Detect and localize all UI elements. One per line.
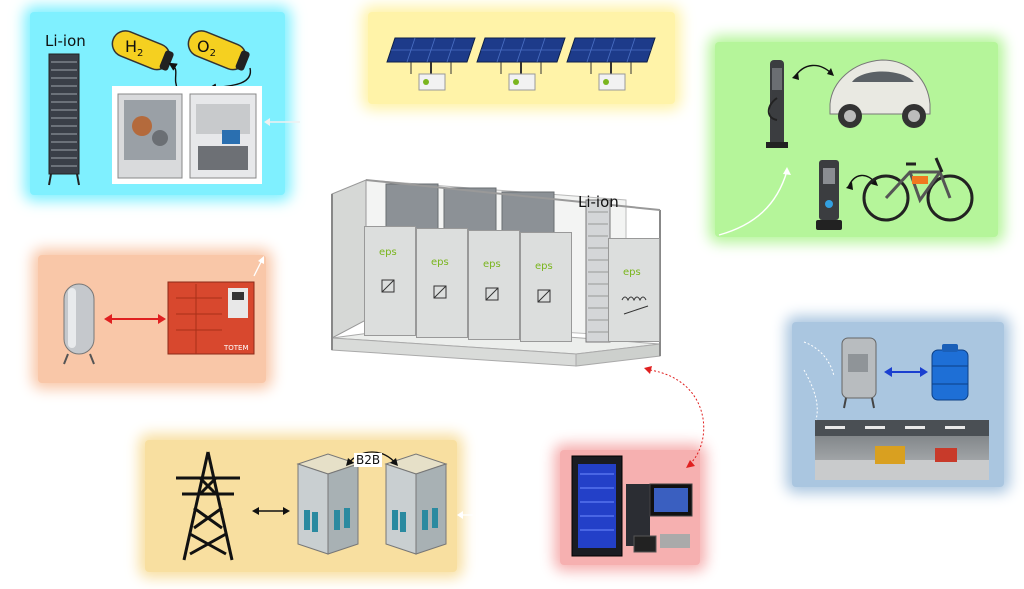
red-arrow [104, 314, 166, 324]
container-server-arrow [644, 366, 705, 468]
ev-charger-icon [766, 60, 788, 148]
o2-label: O2 [197, 37, 216, 60]
liion-left-label: Li-ion [45, 32, 86, 50]
eps-logo-1: eps [379, 247, 397, 258]
server-rack-icon [571, 455, 693, 557]
eps-logo-5: eps [623, 267, 641, 278]
air-tank-icon [63, 283, 95, 365]
water-tank-icon [931, 344, 969, 401]
hydrogen-link-arrow [264, 118, 300, 126]
eps-cabinet-1: eps [364, 226, 416, 336]
eps-logo-2: eps [431, 257, 449, 268]
battery-rack-icon [48, 53, 80, 186]
electrolyzer-photo [112, 86, 262, 184]
inverter-icon [296, 453, 447, 555]
cogeneration-link-arrow [253, 256, 264, 277]
factory-photo [815, 420, 989, 480]
b2b-label: B2B [354, 453, 383, 467]
grid-arrow [252, 507, 290, 515]
electrolyzer-icon [117, 93, 257, 179]
h2-label: H2 [125, 37, 144, 60]
eps-cabinet-3: eps [468, 230, 520, 340]
cabinet-symbols [381, 279, 649, 315]
liion-container-label: Li-ion [578, 193, 619, 211]
ev-link-arrow [718, 167, 791, 236]
e-bike-icon [862, 157, 974, 222]
b2b-arrow [346, 451, 398, 466]
factory-icon [815, 420, 989, 480]
thermal-link-arrows [803, 341, 835, 421]
eps-cabinet-5: eps [608, 238, 660, 342]
eps-cabinet-2: eps [416, 228, 468, 338]
o2-tank-icon [187, 30, 250, 71]
boiler-icon [841, 337, 877, 409]
eps-logo-3: eps [483, 259, 501, 270]
bike-charger-icon [816, 160, 842, 230]
grid-link-arrow [457, 511, 473, 519]
solar-panel-icon [386, 37, 656, 91]
h2-tank-icon [111, 30, 174, 71]
eps-cabinet-4: eps [520, 232, 572, 342]
pylon-icon [176, 451, 240, 561]
eps-logo-4: eps [535, 261, 553, 272]
ev-car-arrow [792, 64, 834, 80]
cogenerator-icon [167, 281, 255, 355]
blue-arrow [884, 367, 928, 377]
totem-brand-label: TOTEM [224, 344, 249, 352]
car-icon [829, 59, 931, 128]
